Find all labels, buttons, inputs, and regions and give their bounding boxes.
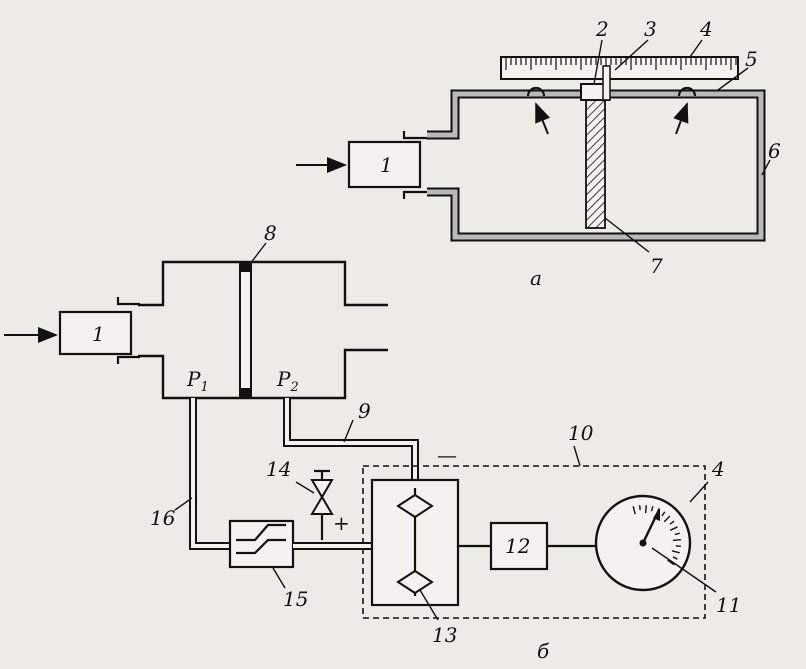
gauge-tick [667, 559, 675, 566]
caption-a: a [530, 266, 542, 290]
label-p1: P1 [186, 367, 209, 395]
label-15: 15 [283, 587, 308, 611]
tube-16 [189, 398, 232, 550]
valve-14 [310, 479, 334, 515]
sensor-1-bottom [58, 310, 133, 356]
gauge-tick [650, 506, 654, 512]
gauge-tick [644, 505, 648, 514]
label-12: 12 [505, 534, 530, 558]
gauge-tick [671, 550, 680, 554]
gauge-tick [672, 556, 678, 560]
label-9: 9 [358, 399, 371, 423]
gauge-tick [663, 515, 671, 523]
scale-4-top [500, 56, 739, 80]
gauge-tick [669, 520, 675, 525]
valve-15 [228, 519, 295, 569]
label-8: 8 [264, 221, 277, 245]
lamp-left [526, 86, 546, 97]
label-16: 16 [150, 506, 176, 530]
gauge-tick [672, 538, 681, 542]
label-1-bottom: 1 [92, 322, 105, 346]
label-3: 3 [644, 17, 657, 41]
rod-7 [585, 99, 606, 229]
label-4-top: 4 [699, 17, 713, 41]
gauge-tick [674, 532, 680, 536]
chamber [138, 260, 388, 307]
gauge-tick [669, 526, 678, 531]
label-10: 10 [568, 421, 594, 445]
tube-9 [283, 398, 419, 480]
label-13: 13 [432, 623, 457, 647]
minus-sign: — [437, 443, 457, 467]
schematic-a: 1 2 3 4 5 6 7 a [296, 17, 781, 290]
scale-ticks [505, 57, 737, 70]
label-14: 14 [266, 457, 291, 481]
block-12 [489, 521, 549, 571]
schematic-b: 1 8 P1 P2 16 9 — 10 [4, 221, 741, 663]
label-7: 7 [650, 254, 663, 278]
caption-b: б [537, 639, 550, 663]
pointer-3 [602, 65, 611, 101]
label-p2: P2 [276, 367, 299, 395]
lamp-right [677, 86, 697, 97]
plus-sign: + [333, 511, 350, 535]
gauge-tick [632, 506, 636, 515]
membrane-8 [239, 262, 252, 398]
gauge-tick [661, 511, 666, 517]
label-1-top: 1 [380, 153, 393, 177]
label-6: 6 [768, 139, 781, 163]
label-5: 5 [745, 47, 758, 71]
loop-pipe-inner [427, 91, 764, 240]
label-11: 11 [716, 593, 741, 617]
sensor-1-top [347, 140, 422, 189]
label-4-bottom: 4 [711, 457, 725, 481]
gauge-pointer-11 [641, 513, 659, 544]
label-2: 2 [595, 17, 609, 41]
gauge-ticks [632, 505, 681, 566]
